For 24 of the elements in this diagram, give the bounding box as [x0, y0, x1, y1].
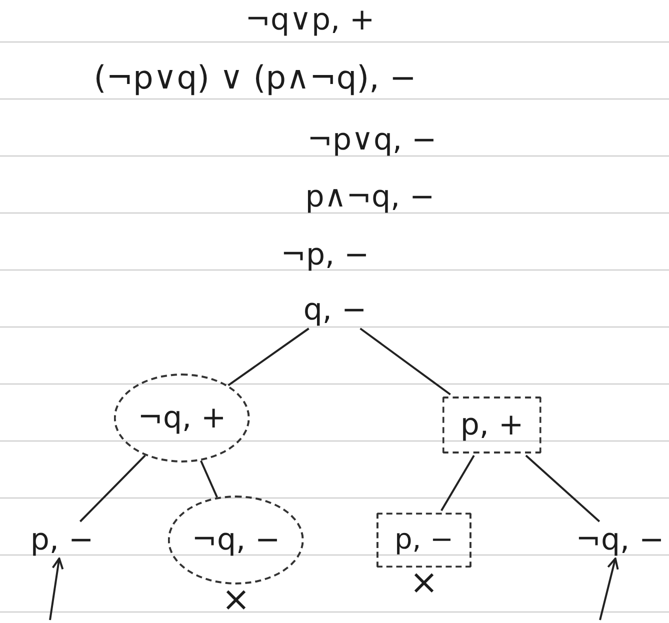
- formula: ¬q, +: [138, 402, 226, 434]
- formula: p, +: [460, 408, 524, 442]
- tree-branch-line: [440, 455, 475, 512]
- tree-branch-line: [525, 454, 600, 522]
- tree-branch-line: [200, 460, 218, 498]
- formula: ¬q, −: [192, 524, 280, 556]
- arrow: [599, 558, 619, 620]
- closed-branch-mark: ×: [222, 582, 250, 616]
- arrow: [49, 558, 64, 620]
- formula: ¬q, −: [576, 524, 664, 556]
- dashed-ellipse: [114, 374, 250, 462]
- formula: (¬p∨q) ∨ (p∧¬q), −: [94, 60, 416, 96]
- formula: p∧¬q, −: [305, 180, 435, 214]
- formula: ¬q∨p, +: [245, 4, 375, 36]
- closed-branch-mark: ×: [410, 565, 438, 600]
- formula: ¬p, −: [280, 238, 370, 272]
- formula: ¬p∨q, −: [307, 124, 437, 156]
- formula: p, −: [30, 524, 94, 556]
- formula: p, −: [394, 524, 454, 556]
- tree-branch-line: [79, 454, 146, 522]
- tree-branch-line: [228, 328, 310, 386]
- formula: q, −: [303, 294, 367, 326]
- dashed-box: [442, 396, 542, 454]
- tree-branch-line: [360, 328, 451, 396]
